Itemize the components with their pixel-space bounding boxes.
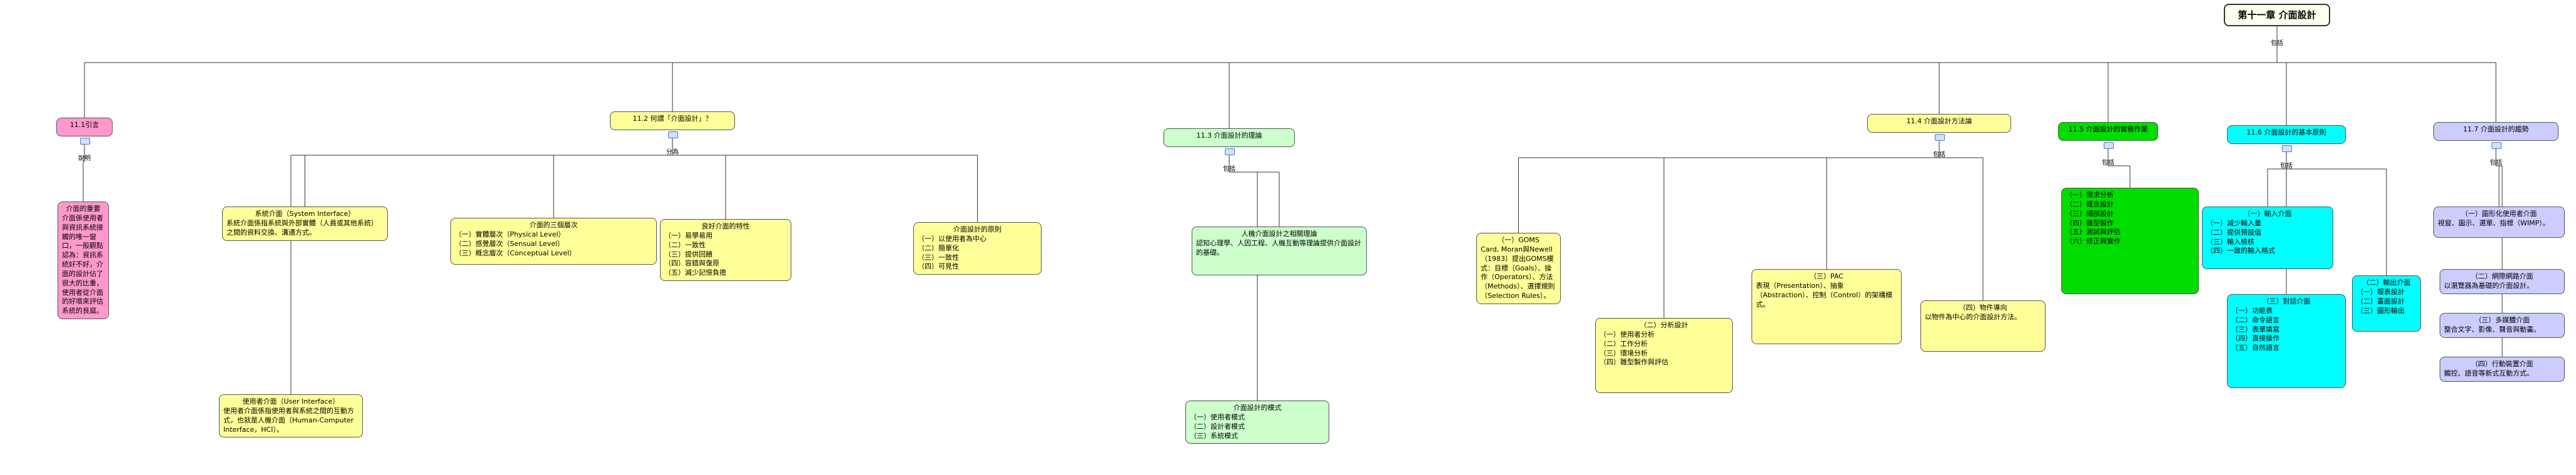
concept-title: （三）多媒體介面 bbox=[2475, 316, 2530, 324]
concept-node-n7d[interactable]: （四）行動裝置介面觸控、語音等新式互動方式。 bbox=[2440, 357, 2565, 382]
root-node[interactable]: 第十一章 介面設計 bbox=[2224, 4, 2330, 27]
root-edge-label: 包括 bbox=[2271, 40, 2283, 47]
concept-body: 介面係使用者與資訊系統接觸的唯一窗口，一般觀點認為：資訊系統好不好，介面的設計佔… bbox=[62, 213, 103, 315]
branch-node-n7[interactable]: 11.7 介面設計的趨勢 bbox=[2433, 122, 2558, 141]
concept-node-n1a[interactable]: 介面的重要介面係使用者與資訊系統接觸的唯一窗口，一般觀點認為：資訊系統好不好，介… bbox=[58, 202, 109, 320]
edge-label-n1: 說明 bbox=[78, 155, 91, 162]
concept-node-n3a[interactable]: 人機介面設計之相關理論認知心理學、人因工程、人機互動等理論提供介面設計的基礎。 bbox=[1192, 227, 1367, 275]
concept-title: 介面設計的模式 bbox=[1233, 404, 1282, 412]
concept-body: （一）易學易用 （二）一致性 （三）提供回饋 （四）容錯與復原 （五）減少記憶負… bbox=[664, 231, 726, 277]
branch-node-n5[interactable]: 11.5 介面設計的實務作業 bbox=[2058, 122, 2158, 141]
concept-body: （一）實體層次（Physical Level） （二）感覺層次（Sensual … bbox=[455, 230, 576, 257]
expand-toggle-n1[interactable] bbox=[80, 138, 90, 145]
concept-body: （一）需求分析 （二）概念設計 （三）細部設計 （四）雛型製作 （五）測試與評估… bbox=[2066, 191, 2121, 246]
concept-title: 良好介面的特性 bbox=[701, 222, 750, 230]
concept-node-n2c[interactable]: 介面的三個層次（一）實體層次（Physical Level） （二）感覺層次（S… bbox=[450, 218, 657, 265]
edge-label-n5: 包括 bbox=[2102, 160, 2114, 166]
concept-body: 視窗、圖示、選單、指標（WIMP）。 bbox=[2438, 218, 2550, 227]
concept-title: 使用者介面（User Interface） bbox=[242, 397, 340, 406]
branch-node-n3[interactable]: 11.3 介面設計的理論 bbox=[1164, 128, 1295, 147]
branch-title: 11.6 介面設計的基本原則 bbox=[2246, 128, 2326, 136]
concept-body: （一）使用者分析 （二）工作分析 （三）環境分析 （四）雛型製作與評估 bbox=[1600, 330, 1668, 367]
concept-body: 觸控、語音等新式互動方式。 bbox=[2444, 369, 2533, 377]
concept-title: （二）輸出介面 bbox=[2362, 278, 2411, 287]
concept-body: （一）報表設計 （二）畫面設計 （三）圖形輸出 bbox=[2356, 287, 2405, 315]
concept-node-n2d[interactable]: 良好介面的特性（一）易學易用 （二）一致性 （三）提供回饋 （四）容錯與復原 （… bbox=[660, 219, 791, 282]
expand-toggle-n4[interactable] bbox=[1935, 134, 1945, 141]
branch-node-n4[interactable]: 11.4 介面設計方法論 bbox=[1867, 114, 2011, 133]
concept-node-n6c[interactable]: （三）對話介面（一）功能表 （二）命令語言 （三）表單填寫 （四）直接操作 （五… bbox=[2227, 294, 2346, 388]
branch-title: 11.5 介面設計的實務作業 bbox=[2068, 125, 2148, 133]
concept-node-n7b[interactable]: （二）網際網路介面以瀏覽器為基礎的介面設計。 bbox=[2440, 269, 2565, 294]
concept-title: 介面的三個層次 bbox=[529, 221, 578, 229]
expand-toggle-n2[interactable] bbox=[668, 131, 678, 138]
concept-title: 人機介面設計之相關理論 bbox=[1241, 230, 1317, 238]
concept-node-n2b[interactable]: 使用者介面（User Interface）使用者介面係指使用者與系統之間的互動方… bbox=[219, 394, 363, 438]
concept-body: 認知心理學、人因工程、人機互動等理論提供介面設計的基礎。 bbox=[1196, 238, 1361, 257]
concept-body: 系統介面係指系統與外部實體（人員或其他系統）之間的資料交換、溝通方式。 bbox=[226, 218, 378, 237]
concept-node-n2e[interactable]: 介面設計的原則（一）以使用者為中心 （二）簡單化 （三）一致性 （四）可見性 bbox=[913, 222, 1042, 275]
concept-node-n7a[interactable]: （一）圖形化使用者介面視窗、圖示、選單、指標（WIMP）。 bbox=[2433, 207, 2565, 238]
edge-label-n6: 包括 bbox=[2280, 163, 2293, 170]
concept-body: （一）減少輸入量 （二）提供預設值 （三）輸入檢核 （四）一致的輸入格式 bbox=[2206, 218, 2275, 255]
concept-body: （一）功能表 （二）命令語言 （三）表單填寫 （四）直接操作 （五）自然語言 bbox=[2231, 306, 2279, 352]
concept-body: Card, Moran與Newell（1983）提出GOMS模式：目標（Goal… bbox=[1481, 245, 1555, 300]
branch-title: 11.4 介面設計方法論 bbox=[1906, 117, 1972, 125]
branch-node-n2[interactable]: 11.2 何謂「介面設計」？ bbox=[610, 111, 735, 130]
expand-toggle-n7[interactable] bbox=[2492, 142, 2502, 149]
concept-node-n7c[interactable]: （三）多媒體介面整合文字、影像、聲音與動畫。 bbox=[2440, 313, 2565, 338]
expand-toggle-n5[interactable] bbox=[2104, 142, 2114, 149]
concept-node-n6a[interactable]: （一）輸入介面（一）減少輸入量 （二）提供預設值 （三）輸入檢核 （四）一致的輸… bbox=[2202, 207, 2333, 269]
concept-title: （二）網際網路介面 bbox=[2471, 272, 2533, 280]
concept-body: 以物件為中心的介面設計方法。 bbox=[1925, 312, 2021, 321]
concept-body: 以瀏覽器為基礎的介面設計。 bbox=[2444, 281, 2533, 290]
concept-title: （三）PAC bbox=[1810, 272, 1843, 280]
branch-node-n1[interactable]: 11.1引言 bbox=[56, 118, 113, 136]
edge-label-n2: 分為 bbox=[666, 149, 679, 156]
concept-title: （四）行動裝置介面 bbox=[2471, 360, 2533, 368]
branch-title: 11.1引言 bbox=[69, 121, 99, 129]
branch-title: 11.7 介面設計的趨勢 bbox=[2463, 125, 2529, 133]
branch-title: 11.2 何謂「介面設計」？ bbox=[632, 115, 712, 123]
branch-title: 11.3 介面設計的理論 bbox=[1196, 131, 1262, 140]
edge-label-n3: 包括 bbox=[1223, 166, 1235, 173]
expand-toggle-n3[interactable] bbox=[1225, 148, 1235, 155]
concept-title: （一）GOMS bbox=[1498, 236, 1539, 244]
concept-body: （一）以使用者為中心 （二）簡單化 （三）一致性 （四）可見性 bbox=[918, 234, 986, 271]
edge-label-n4: 包括 bbox=[1933, 151, 1945, 158]
root-title: 第十一章 介面設計 bbox=[2238, 9, 2316, 21]
concept-title: （一）輸入介面 bbox=[2243, 210, 2292, 218]
concept-title: 介面的重要 bbox=[66, 205, 101, 213]
branch-node-n6[interactable]: 11.6 介面設計的基本原則 bbox=[2227, 125, 2346, 144]
edge-label-n7: 包括 bbox=[2490, 160, 2502, 166]
concept-title: （三）對話介面 bbox=[2262, 297, 2311, 305]
concept-body: 整合文字、影像、聲音與動畫。 bbox=[2444, 325, 2540, 334]
concept-node-n2a[interactable]: 系統介面（System Interface）系統介面係指系統與外部實體（人員或其… bbox=[222, 207, 388, 241]
concept-body: （一）使用者模式 （二）設計者模式 （三）系統模式 bbox=[1190, 412, 1245, 440]
concept-node-n6b[interactable]: （二）輸出介面（一）報表設計 （二）畫面設計 （三）圖形輸出 bbox=[2352, 275, 2421, 332]
concept-title: 介面設計的原則 bbox=[953, 225, 1001, 233]
concept-title: （四）物件導向 bbox=[1959, 304, 2007, 312]
expand-toggle-n6[interactable] bbox=[2282, 145, 2292, 152]
concept-node-n4b[interactable]: （二）分析設計（一）使用者分析 （二）工作分析 （三）環境分析 （四）雛型製作與… bbox=[1595, 318, 1733, 393]
concept-body: 使用者介面係指使用者與系統之間的互動方式，也就是人機介面（Human-Compu… bbox=[223, 406, 354, 434]
concept-body: 表現（Presentation）、抽象（Abstraction）、控制（Cont… bbox=[1756, 281, 1893, 309]
concept-title: （一）圖形化使用者介面 bbox=[2461, 210, 2537, 218]
concept-title: 系統介面（System Interface） bbox=[255, 210, 355, 218]
concept-node-n4d[interactable]: （四）物件導向以物件為中心的介面設計方法。 bbox=[1920, 300, 2046, 352]
concept-node-n5a[interactable]: （一）需求分析 （二）概念設計 （三）細部設計 （四）雛型製作 （五）測試與評估… bbox=[2061, 188, 2199, 294]
concept-title: （二）分析設計 bbox=[1640, 321, 1688, 329]
concept-node-n3b[interactable]: 介面設計的模式（一）使用者模式 （二）設計者模式 （三）系統模式 bbox=[1185, 401, 1329, 444]
